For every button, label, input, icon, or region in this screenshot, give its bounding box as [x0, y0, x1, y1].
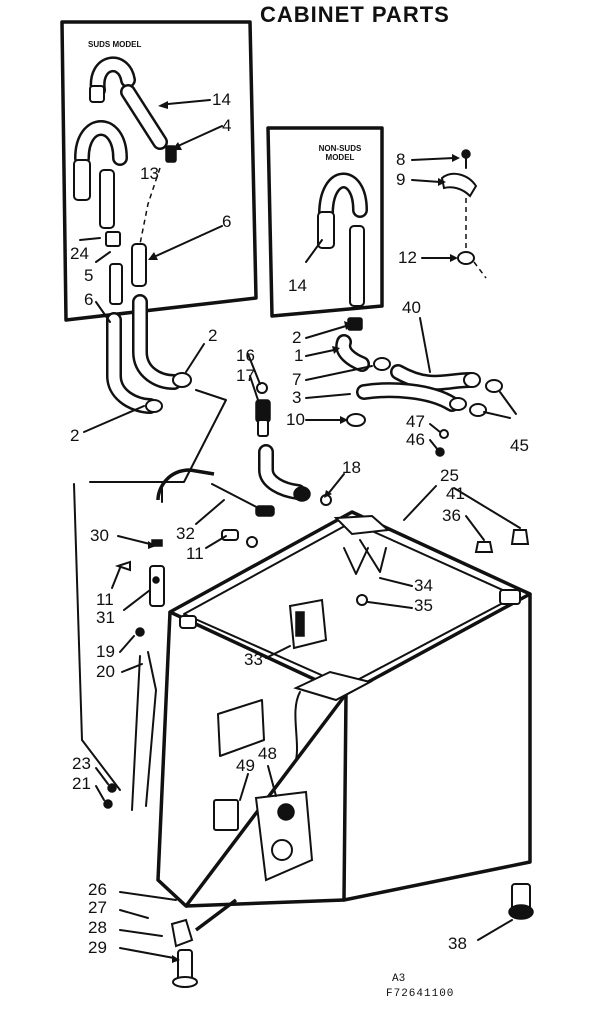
hose-clamp-2	[145, 399, 163, 413]
part-10	[346, 413, 366, 427]
callout-28: 28	[88, 918, 107, 937]
callout-38: 38	[448, 934, 467, 953]
callout-31: 31	[96, 608, 115, 627]
non-suds-hose	[317, 172, 368, 307]
callout-26: 26	[88, 880, 107, 899]
callout-47: 47	[406, 412, 425, 431]
top-bracket-parts	[343, 429, 530, 606]
guide-line-2	[89, 389, 227, 483]
callout-10: 10	[286, 410, 305, 429]
callout-41: 41	[446, 484, 465, 503]
non-suds-model-label: NON-SUDS MODEL	[300, 144, 380, 162]
leader-lines	[79, 99, 521, 963]
hose-clamp-2b	[172, 372, 192, 388]
non-suds-label-line1: NON-SUDS	[318, 144, 362, 153]
callout-16: 16	[236, 346, 255, 365]
callout-48: 48	[258, 744, 277, 763]
callout-2-lower: 2	[70, 426, 80, 445]
callout-24: 24	[70, 244, 89, 263]
callout-6: 6	[222, 212, 232, 231]
left-small-parts	[114, 468, 275, 607]
suds-model-panel	[60, 20, 258, 322]
callout-3: 3	[292, 388, 302, 407]
callout-19: 19	[96, 642, 115, 661]
callout-23: 23	[72, 754, 91, 773]
callout-5: 5	[84, 266, 94, 285]
cabinet-body	[103, 510, 534, 988]
non-suds-label-line2: MODEL	[325, 153, 355, 162]
callout-34: 34	[414, 576, 433, 595]
callout-11-lower: 11	[96, 590, 114, 609]
upper-right-parts	[440, 149, 487, 279]
callout-27: 27	[88, 898, 107, 917]
callout-4: 4	[222, 116, 232, 135]
footer-code-a3: A3	[392, 973, 406, 985]
callout-17: 17	[236, 366, 255, 385]
callout-7: 7	[292, 370, 302, 389]
callout-9: 9	[396, 170, 406, 189]
callout-13: 13	[140, 164, 159, 183]
callout-8: 8	[396, 150, 406, 169]
suds-hoses	[73, 56, 192, 414]
guide-line	[73, 483, 121, 791]
callout-20: 20	[96, 662, 115, 681]
callout-40: 40	[402, 298, 421, 317]
callout-1: 1	[294, 346, 304, 365]
callout-32: 32	[176, 524, 195, 543]
callout-25: 25	[440, 466, 459, 485]
suds-hose-coupling	[89, 85, 105, 103]
page-title: CABINET PARTS	[260, 2, 450, 27]
callout-12: 12	[398, 248, 417, 267]
footer-diagram-number: F72641100	[386, 988, 455, 1000]
callout-14: 14	[212, 90, 231, 109]
callout-36: 36	[442, 506, 461, 525]
callout-29: 29	[88, 938, 107, 957]
pump-hoses	[335, 317, 503, 427]
callout-21: 21	[72, 774, 91, 793]
callout-30: 30	[90, 526, 109, 545]
callout-6-lower: 6	[84, 290, 94, 309]
callout-46: 46	[406, 430, 425, 449]
callout-11: 11	[186, 544, 204, 563]
suds-model-label: SUDS MODEL	[88, 40, 142, 49]
callout-49: 49	[236, 756, 255, 775]
callout-18: 18	[342, 458, 361, 477]
valve-parts	[255, 382, 332, 506]
callout-2-pump: 2	[292, 328, 302, 347]
callout-35: 35	[414, 596, 433, 615]
callout-45: 45	[510, 436, 529, 455]
callout-14-non-suds: 14	[288, 276, 307, 295]
callout-2-right: 2	[208, 326, 218, 345]
non-suds-model-panel	[266, 126, 384, 318]
callout-33: 33	[244, 650, 263, 669]
